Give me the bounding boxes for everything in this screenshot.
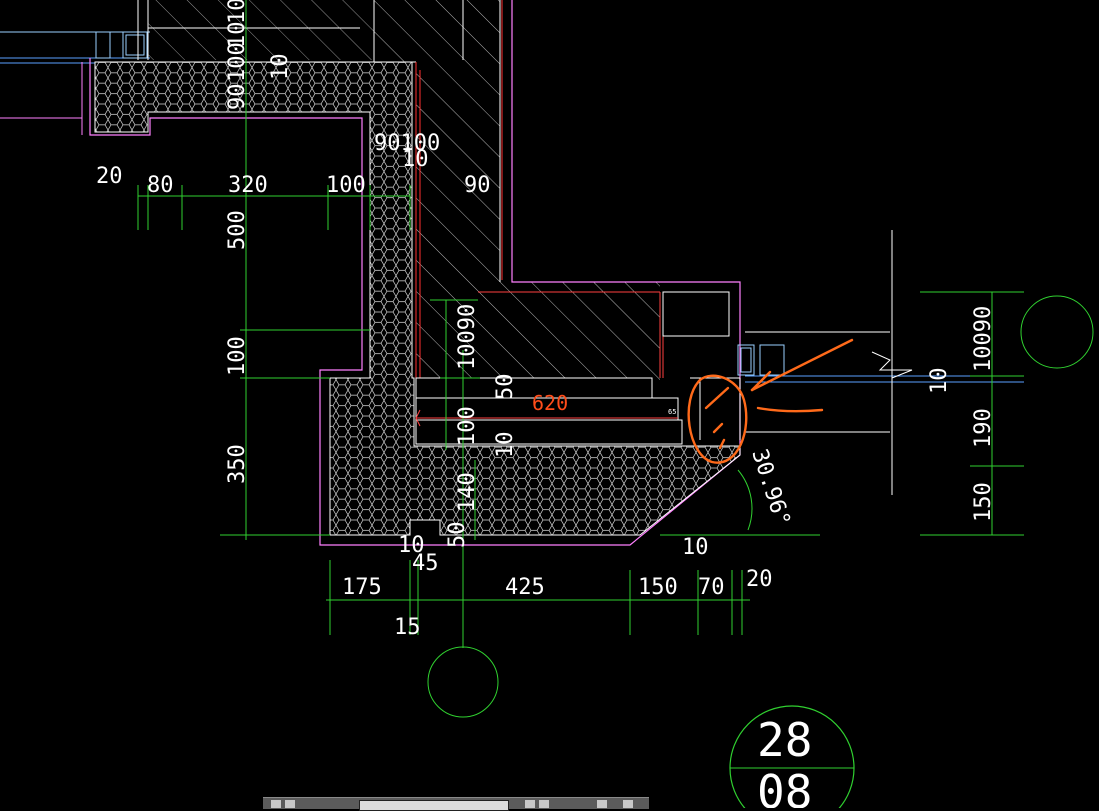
dim-50: 50 (493, 374, 518, 401)
dim-10090: 10090 (455, 304, 480, 370)
dim-top-vertical-b: 10 (225, 0, 250, 24)
dim-350: 350 (225, 444, 250, 484)
dim-90-100: 90100 (374, 131, 440, 156)
angle-label: 30.96° (746, 446, 794, 529)
dim-right-190: 190 (971, 408, 996, 448)
dim-15: 15 (394, 615, 421, 640)
menu-icon[interactable] (623, 800, 633, 808)
dim-500: 500 (225, 210, 250, 250)
gear-icon[interactable] (597, 800, 607, 808)
dim-10-mid: 10 (402, 147, 429, 172)
tiny-label: 65 (668, 408, 676, 416)
dim-10-bottom-left: 10 (398, 533, 425, 558)
close-icon[interactable] (271, 800, 281, 808)
dim-425: 425 (505, 575, 545, 600)
sill-plates (415, 377, 683, 445)
dimension-lines (137, 0, 1094, 718)
dim-right-150: 150 (971, 482, 996, 522)
dim-320: 320 (228, 173, 268, 198)
dim-10-mid-b: 10 (493, 432, 518, 459)
dim-70: 70 (698, 575, 725, 600)
hand-markup-annotation (687, 338, 854, 464)
dim-50-bottom: 50 (445, 522, 470, 549)
dim-150: 150 (638, 575, 678, 600)
dim-620: 620 (532, 391, 568, 415)
window-frame-top-left (0, 31, 150, 135)
dim-10-bottom: 10 (682, 535, 709, 560)
dim-left-20: 20 (96, 164, 123, 189)
dim-100: 100 (326, 173, 366, 198)
dim-top-vertical-d: 90 (225, 84, 250, 111)
search-icon[interactable] (525, 800, 535, 808)
outer-wall-outline (89, 0, 741, 546)
dim-top-vertical-c: 100 (225, 42, 250, 82)
dim-20-right: 20 (746, 567, 773, 592)
command-bar[interactable] (263, 797, 649, 811)
dim-right-10090: 10090 (971, 306, 996, 372)
sheet-index: 08 (757, 765, 812, 808)
command-input[interactable] (359, 800, 509, 811)
dim-100-left: 100 (225, 336, 250, 376)
chevron-icon[interactable] (539, 800, 549, 808)
sheet-number: 28 (757, 713, 812, 767)
dim-175: 175 (342, 575, 382, 600)
dim-top-vertical-a: 10 (225, 22, 250, 49)
dim-100-mid: 100 (455, 406, 480, 446)
dim-top-vertical-f: 10 (268, 54, 293, 81)
insulation-layer (94, 61, 741, 536)
dimension-texts: 10 90 100 10 10 20 80 320 100 90100 10 9… (96, 0, 996, 640)
wrench-icon[interactable] (285, 800, 295, 808)
window-frame-right (690, 230, 1024, 495)
concrete-wall-section (373, 0, 730, 420)
dim-45: 45 (412, 551, 439, 576)
sheet-reference-bubble[interactable]: 28 08 (729, 705, 855, 808)
dim-80: 80 (147, 173, 174, 198)
dim-140: 140 (455, 472, 480, 512)
top-structure (137, 0, 375, 60)
dim-90: 90 (464, 173, 491, 198)
dim-right-10: 10 (927, 368, 952, 395)
